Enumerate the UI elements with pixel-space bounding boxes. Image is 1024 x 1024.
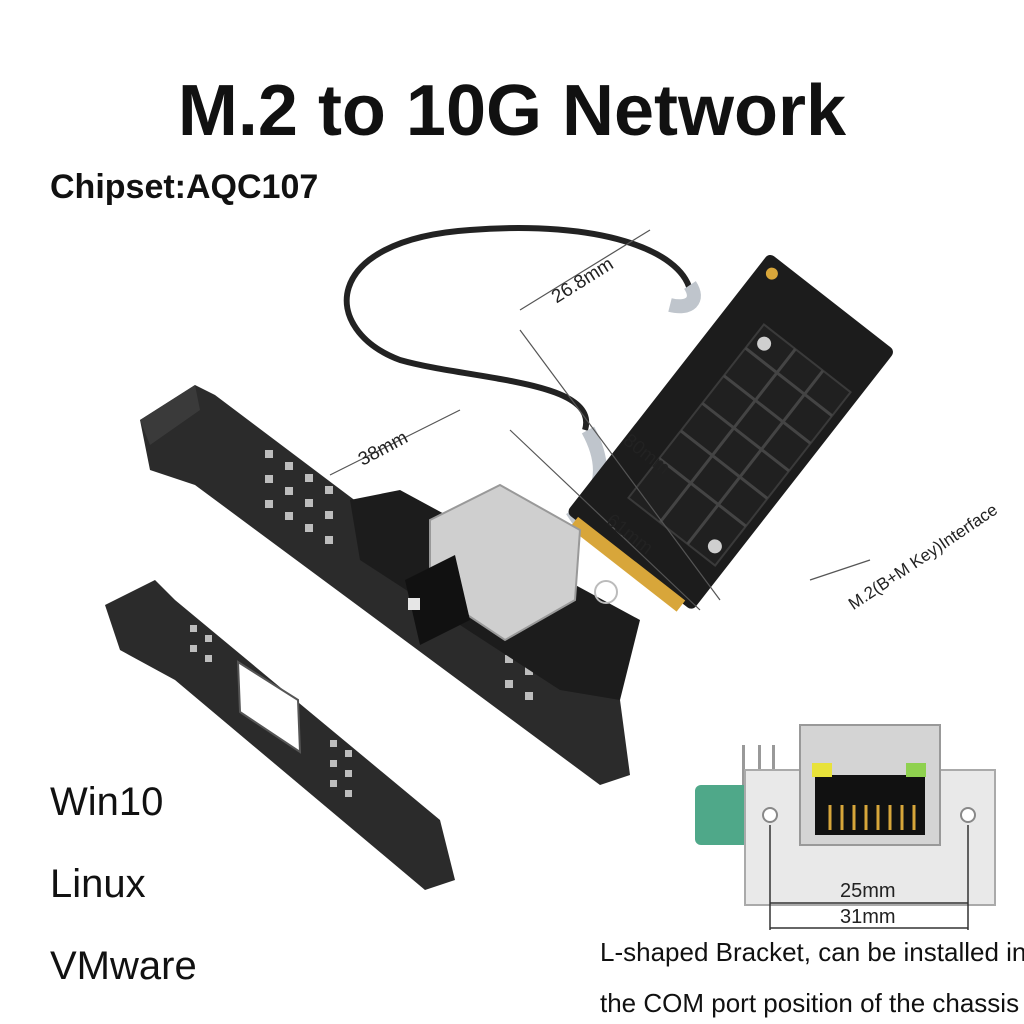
- os-vmware: VMware: [50, 944, 197, 988]
- dim-port-inner: 25mm: [840, 880, 896, 902]
- network-card: [350, 483, 640, 700]
- caption-line-1: L-shaped Bracket, can be installed in: [600, 937, 1024, 967]
- flat-cable-top: [668, 281, 701, 314]
- heatsink: [627, 323, 852, 567]
- os-linux: Linux: [50, 862, 146, 906]
- rj45-jack: [405, 483, 582, 645]
- m2-card: [568, 254, 893, 612]
- gold-fingers: [569, 516, 686, 612]
- low-profile-bracket: [105, 580, 455, 890]
- dimension-lines: [329, 229, 871, 611]
- dim-port-outer: 31mm: [840, 906, 896, 928]
- page-title: M.2 to 10G Network: [177, 71, 847, 151]
- os-win10: Win10: [50, 780, 164, 824]
- caption-line-2: the COM port position of the chassis: [600, 988, 1020, 1018]
- chipset-label: Chipset:AQC107: [50, 168, 319, 206]
- cable: [343, 225, 693, 431]
- full-height-bracket: [140, 385, 630, 785]
- rj45-inset: [695, 724, 996, 930]
